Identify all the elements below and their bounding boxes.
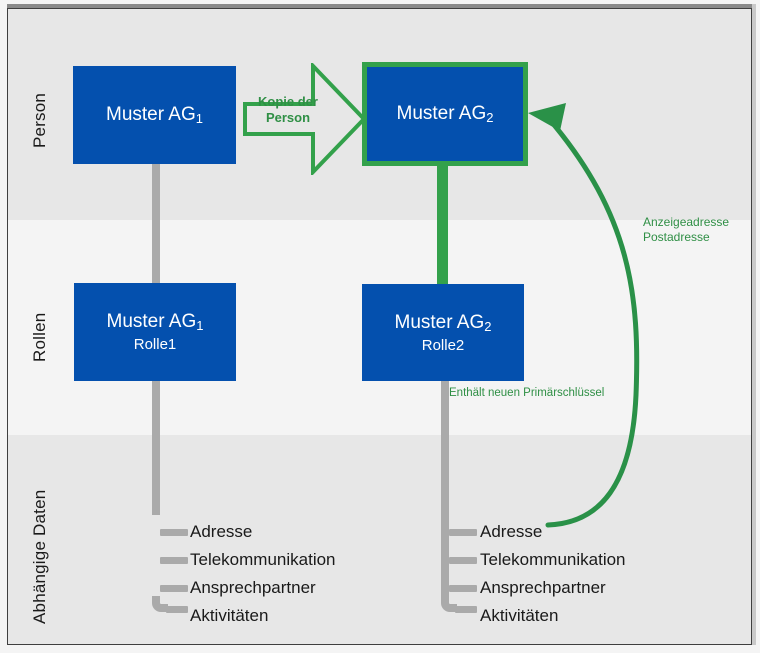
- node-person-muster-ag-2[interactable]: Muster AG2: [362, 62, 528, 166]
- connector-right-stub-2: [449, 557, 477, 564]
- copy-label-line-2: Person: [265, 110, 311, 125]
- dependent-item-left-3: Ansprechpartner: [190, 578, 316, 597]
- connector-right-trunk: [441, 381, 449, 515]
- node-person-1-index: 1: [195, 111, 203, 126]
- dependent-item-right-4: Aktivitäten: [480, 606, 559, 625]
- connector-left-stub-1: [160, 529, 188, 536]
- canvas-top-shadow: [7, 4, 753, 8]
- annotation-primaerschluessel: Enthält neuen Primärschlüssel: [449, 387, 605, 399]
- band-label-rollen: Rollen: [30, 312, 49, 362]
- annotation-address-line-1: Anzeigeadresse: [643, 215, 730, 229]
- node-role-1-title: Muster AG1: [106, 311, 204, 333]
- annotation-anzeigeadresse: Anzeigeadresse Postadresse: [643, 215, 729, 245]
- connector-left-stub-3: [160, 585, 188, 592]
- node-person-2-title: Muster AG2: [396, 103, 494, 125]
- node-role-2-subtitle: Rolle2: [421, 336, 465, 354]
- dependent-item-left-1: Adresse: [190, 522, 253, 541]
- connector-right-stub-1: [449, 529, 477, 536]
- band-label-abhaengige-daten: Abhängige Daten: [30, 489, 49, 624]
- arrow-adresse-to-person-copy: [480, 95, 680, 540]
- copy-label-line-1: Kopie der: [258, 94, 318, 109]
- connector-left-stub-4: [166, 606, 188, 613]
- connector-right-trunk-lower: [441, 515, 449, 600]
- dependent-item-right-3: Ansprechpartner: [480, 578, 606, 597]
- node-person-1-title: Muster AG1: [106, 104, 203, 126]
- dependent-item-right-1: Adresse: [480, 522, 543, 541]
- arrow-kopie-der-person: [243, 63, 367, 175]
- node-role-2-index: 2: [484, 318, 492, 334]
- annotation-address-line-2: Postadresse: [643, 230, 710, 244]
- dependent-item-right-2: Telekommunikation: [480, 550, 626, 569]
- connector-left-stub-2: [160, 557, 188, 564]
- node-role-1-index: 1: [196, 318, 204, 333]
- connector-right-stub-3: [449, 585, 477, 592]
- band-abhaengige-daten: [8, 435, 751, 644]
- dependent-item-left-2: Telekommunikation: [190, 550, 336, 569]
- arrow-kopie-der-person-label: Kopie der Person: [246, 94, 330, 126]
- node-role-2-title: Muster AG2: [394, 311, 492, 334]
- connector-right-elbow: [441, 596, 457, 612]
- canvas-right-shadow: [752, 4, 756, 645]
- node-person-muster-ag-1[interactable]: Muster AG1: [73, 66, 236, 164]
- connector-right-stub-4: [455, 606, 477, 613]
- connector-left-elbow: [152, 596, 168, 612]
- node-role-muster-ag-2[interactable]: Muster AG2 Rolle2: [362, 284, 524, 381]
- band-label-person: Person: [30, 92, 49, 148]
- node-person-2-index: 2: [486, 110, 494, 125]
- node-role-1-subtitle: Rolle1: [133, 336, 177, 353]
- connector-green-person-to-role: [437, 163, 448, 285]
- dependent-item-left-4: Aktivitäten: [190, 606, 269, 625]
- node-role-muster-ag-1[interactable]: Muster AG1 Rolle1: [74, 283, 236, 381]
